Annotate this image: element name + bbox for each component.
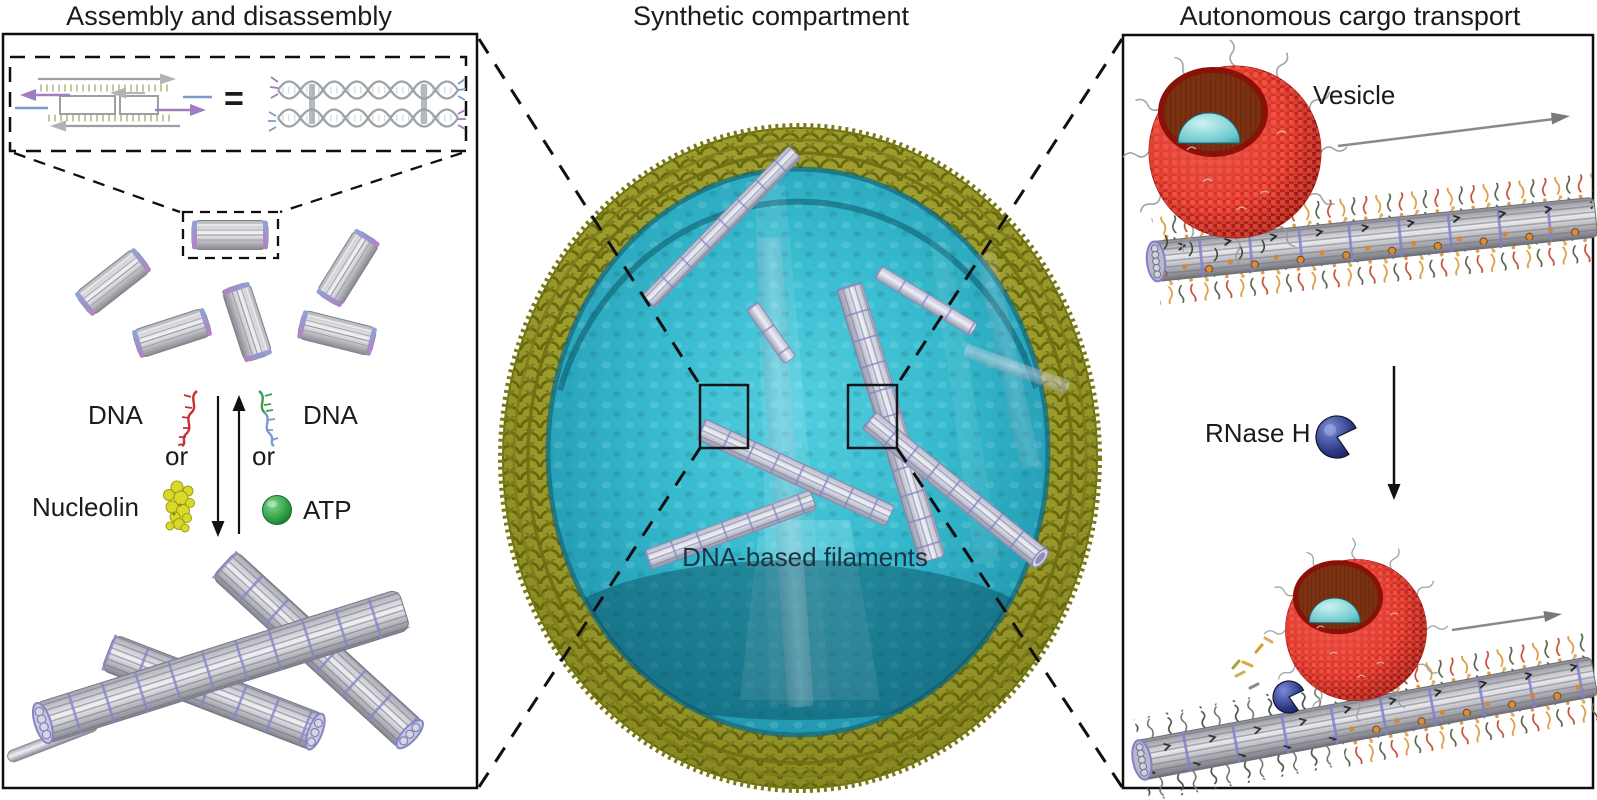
dna-helix-diagram bbox=[268, 76, 467, 132]
filament-track bbox=[1145, 173, 1597, 306]
reaction-down-arrow-icon bbox=[1387, 366, 1401, 500]
internal-filament bbox=[862, 411, 1049, 569]
internal-filament bbox=[746, 301, 796, 365]
filament-bundle bbox=[31, 589, 411, 745]
internal-filament bbox=[641, 146, 802, 308]
dna-tile-motif bbox=[15, 73, 212, 132]
or-label-right: or bbox=[252, 441, 276, 471]
filament-bundle-cluster bbox=[7, 550, 425, 763]
or-label-left: or bbox=[165, 441, 189, 471]
vesicle-label: Vesicle bbox=[1313, 80, 1396, 110]
internal-filament bbox=[874, 265, 978, 336]
roi-square-left bbox=[698, 383, 750, 450]
assembly-arrow-down-icon bbox=[211, 396, 225, 537]
internal-filament bbox=[644, 490, 817, 570]
nucleolin-protein-icon bbox=[163, 480, 195, 533]
internal-filament bbox=[836, 282, 946, 564]
dna-label-left: DNA bbox=[88, 400, 143, 430]
cargo-arrow-icon-2 bbox=[1451, 611, 1562, 632]
dna-label-right: DNA bbox=[303, 400, 358, 430]
funnel-lines bbox=[13, 151, 463, 214]
dna-tile-icon bbox=[191, 219, 269, 251]
middle-panel-title: Synthetic compartment bbox=[632, 1, 910, 31]
tile-highlight-box bbox=[181, 210, 280, 260]
atp-label: ATP bbox=[303, 495, 352, 525]
synthetic-compartment-sphere bbox=[498, 123, 1102, 793]
linker-strands bbox=[1163, 234, 1266, 262]
left-panel-title: Assembly and disassembly bbox=[66, 1, 392, 31]
debris-fragments bbox=[1231, 636, 1274, 690]
green-dna-strand-icon bbox=[258, 390, 279, 448]
right-panel-title: Autonomous cargo transport bbox=[1179, 1, 1521, 31]
equals-sign: = bbox=[224, 80, 244, 118]
internal-filament bbox=[696, 419, 895, 527]
connector-dashes bbox=[477, 38, 1124, 788]
filaments-label: DNA-based filaments bbox=[682, 542, 928, 572]
rnase-label: RNase H bbox=[1205, 418, 1311, 448]
nucleolin-label: Nucleolin bbox=[32, 492, 139, 522]
internal-filament bbox=[963, 344, 1070, 394]
left-panel bbox=[1, 32, 479, 790]
right-panel bbox=[1123, 33, 1597, 800]
rnase-h-icon-2 bbox=[1272, 680, 1305, 714]
internal-filaments bbox=[641, 146, 1070, 708]
inset-dashed-box bbox=[8, 55, 468, 153]
disassembly-arrow-up-icon bbox=[232, 395, 246, 534]
roi-square-right bbox=[846, 383, 899, 450]
red-dna-strand-icon bbox=[177, 390, 198, 448]
rnase-h-icon bbox=[1315, 415, 1357, 459]
cargo-arrow-icon bbox=[1337, 112, 1570, 148]
atp-icon bbox=[262, 495, 292, 525]
